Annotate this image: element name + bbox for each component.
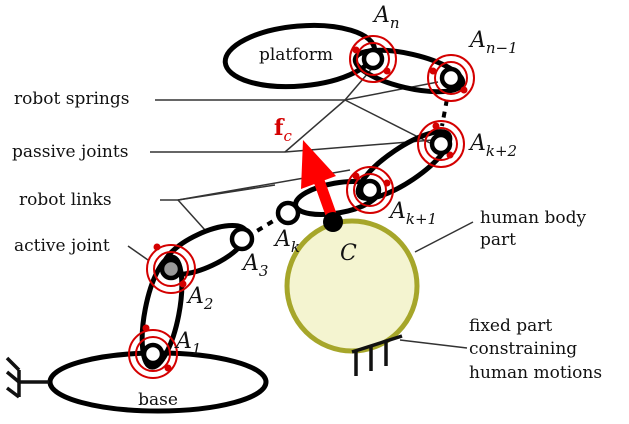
contact-point-C xyxy=(323,212,343,232)
label-Ak: Ak xyxy=(273,227,300,256)
joint-An xyxy=(361,47,385,71)
label-C: C xyxy=(340,241,357,266)
joints xyxy=(141,47,463,366)
label-An: An xyxy=(372,3,400,32)
callout-line-springs-to-An xyxy=(344,64,376,101)
active-joint-label: active joint xyxy=(14,236,110,256)
spring-dots xyxy=(142,46,468,372)
passive-joints-label: passive joints xyxy=(12,142,128,162)
label-force: fc xyxy=(274,115,292,145)
link-A1-A2 xyxy=(139,254,185,370)
callout-line-active xyxy=(127,245,149,261)
callout-line-links-lower xyxy=(177,199,206,231)
label-Ak1: Ak+1 xyxy=(388,199,437,228)
callout-line-human xyxy=(414,221,474,253)
joint-Ak xyxy=(275,200,301,226)
joint-An1 xyxy=(439,66,463,90)
springs xyxy=(128,35,475,379)
joint-A2-active xyxy=(159,257,183,281)
joint-A3 xyxy=(229,226,255,252)
fixed-part-hatch xyxy=(351,334,403,376)
callout-line-passive-to-top xyxy=(284,99,346,153)
human-body-part-label-2: part xyxy=(480,230,516,250)
label-A3: A3 xyxy=(241,251,268,280)
link-Ak1-Ak2 xyxy=(355,129,453,201)
label-An1: An−1 xyxy=(468,28,518,57)
robot-springs-label: robot springs xyxy=(14,89,129,109)
callout-line-fixed xyxy=(399,339,468,349)
human-body-part-label-1: human body xyxy=(480,208,587,228)
fixed-part-label-3: human motions xyxy=(469,363,602,383)
fixed-part-label-1: fixed part xyxy=(469,316,552,336)
callout-lines xyxy=(127,64,474,349)
label-A2: A2 xyxy=(186,284,213,313)
callout-line-links-mid xyxy=(177,184,276,201)
callout-line-springs-to-An1 xyxy=(344,81,439,101)
force-arrow xyxy=(301,140,339,222)
callout-line-springs-to-Ak2 xyxy=(344,99,431,144)
label-Ak2: Ak+2 xyxy=(468,131,517,160)
fixed-part-label-2: constraining xyxy=(469,339,577,359)
joint-Ak1 xyxy=(358,178,382,202)
joint-A1 xyxy=(141,342,165,366)
platform-label: platform xyxy=(259,45,333,65)
ground-hatch xyxy=(5,356,49,399)
link-An-An1 xyxy=(352,47,466,95)
label-A1: A1 xyxy=(174,329,201,358)
joint-Ak2 xyxy=(429,132,453,156)
robot-links-label: robot links xyxy=(19,190,112,210)
base-label: base xyxy=(138,390,178,410)
